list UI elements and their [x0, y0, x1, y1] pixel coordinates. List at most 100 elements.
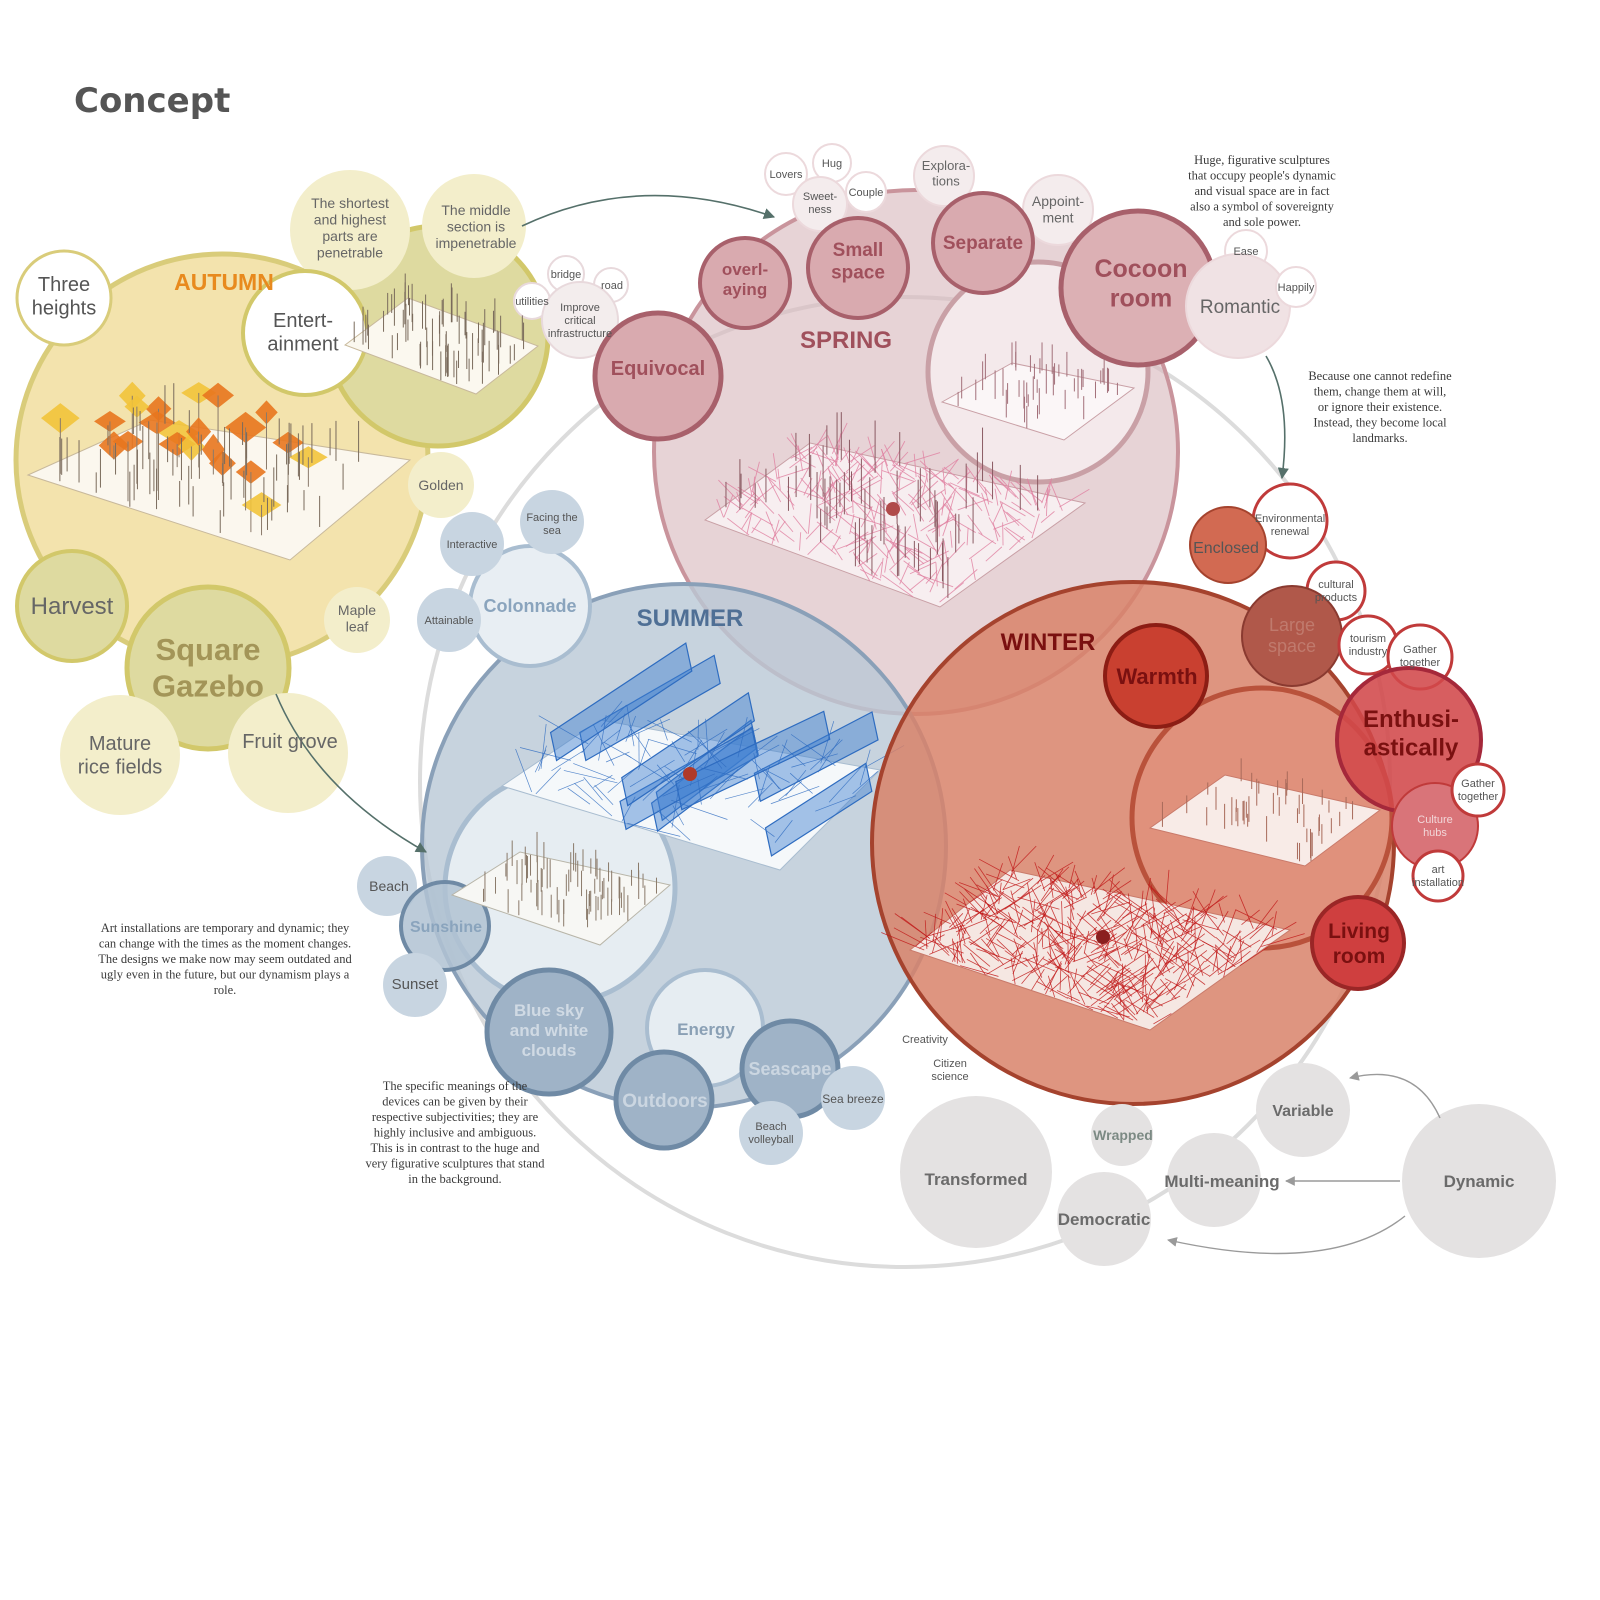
creativity-line: Creativity [902, 1034, 948, 1046]
maple-line: leaf [346, 619, 369, 635]
model-line [957, 471, 971, 485]
model-line [960, 965, 999, 977]
model-line [1141, 953, 1151, 987]
model-line [889, 548, 913, 571]
multi-meaning-label: Multi-meaning [1164, 1172, 1279, 1191]
appointment-line: ment [1042, 210, 1073, 226]
shortest-line: and highest [314, 212, 387, 228]
model-line [945, 900, 961, 933]
model-line [890, 570, 914, 594]
model-line [1063, 896, 1087, 909]
separate-line: Separate [943, 233, 1023, 254]
model-line [1075, 910, 1087, 930]
equivocal-line: Equivocal [611, 358, 705, 380]
model-line [1106, 971, 1119, 988]
model-line [860, 454, 883, 480]
meanings-note-line: The specific meanings of the [383, 1079, 528, 1093]
wrapped-line: Wrapped [1093, 1127, 1153, 1143]
explorations-label: Explora-tions [922, 158, 970, 188]
model-line [1004, 884, 1042, 910]
model-line [1133, 941, 1143, 961]
model-line [828, 505, 853, 519]
model-line [908, 493, 927, 511]
model-line [995, 932, 1026, 948]
model-line [970, 558, 976, 581]
model-line [999, 477, 1019, 500]
energy-line: Energy [677, 1020, 735, 1039]
blue-sky-line: clouds [522, 1041, 577, 1060]
model-line [672, 805, 685, 826]
overlaying-label: overl-aying [722, 260, 768, 299]
model-line [1047, 951, 1058, 968]
model-line [1192, 891, 1207, 914]
model-line [922, 497, 934, 516]
model-line [995, 891, 1030, 915]
model-line [893, 440, 906, 463]
model-line [1212, 950, 1218, 972]
model-line [984, 901, 1000, 920]
cultural-products-line: products [1315, 592, 1358, 604]
model-line [1226, 950, 1251, 971]
model-line [857, 460, 886, 483]
model-line [1114, 894, 1153, 919]
model-line [703, 731, 725, 770]
model-line [1019, 935, 1036, 951]
model-line [1036, 887, 1055, 909]
model-line [1096, 931, 1127, 950]
model-line [1027, 882, 1034, 914]
model-line [821, 479, 837, 500]
model-line [770, 785, 820, 805]
summer-ribbon [621, 691, 756, 807]
model-line [931, 920, 942, 954]
model-line [867, 523, 876, 554]
interactive-label: Interactive [447, 539, 498, 551]
model-line [889, 451, 909, 472]
model-line [778, 513, 794, 533]
model-line [981, 938, 1004, 965]
art-installation-line: art [1432, 864, 1445, 876]
model-line [1073, 968, 1078, 988]
model-line [907, 566, 934, 584]
model-line [1055, 873, 1068, 894]
model-line [781, 744, 806, 767]
model-line [992, 863, 1003, 891]
model-line [762, 768, 790, 783]
model-line [1005, 527, 1026, 541]
model-line [1117, 984, 1122, 1005]
culture-hubs-line: hubs [1423, 827, 1447, 839]
model-line [600, 700, 623, 727]
summer-inner-model [450, 851, 672, 946]
model-line [1076, 913, 1102, 935]
model-line [1160, 913, 1187, 930]
model-line [1010, 845, 1020, 876]
three-heights-line: heights [32, 298, 97, 320]
model-line [951, 908, 970, 937]
transformed-line: Transformed [925, 1170, 1028, 1189]
model-line [1151, 887, 1184, 917]
model-line [1002, 509, 1020, 526]
explorations-line: Explora- [922, 158, 970, 173]
model-line [1078, 991, 1110, 1005]
model-line [1102, 880, 1132, 900]
model-line [716, 498, 724, 518]
lovers-bubble [764, 152, 808, 196]
model-line [959, 924, 966, 945]
maple-bubble [324, 587, 390, 653]
seascape-line: Seascape [748, 1059, 831, 1079]
model-line [581, 733, 600, 754]
model-line [826, 481, 836, 499]
model-line [768, 478, 795, 506]
model-line [1002, 870, 1016, 891]
model-line [697, 778, 702, 805]
equivocal-bubble [592, 310, 724, 442]
model-line [839, 448, 851, 463]
model-line [867, 436, 878, 469]
model-line [1112, 964, 1126, 994]
model-line [1080, 958, 1111, 978]
art-installations-note-line: role. [214, 983, 237, 997]
infra-line: infrastructure [548, 328, 612, 340]
model-line [939, 582, 965, 603]
